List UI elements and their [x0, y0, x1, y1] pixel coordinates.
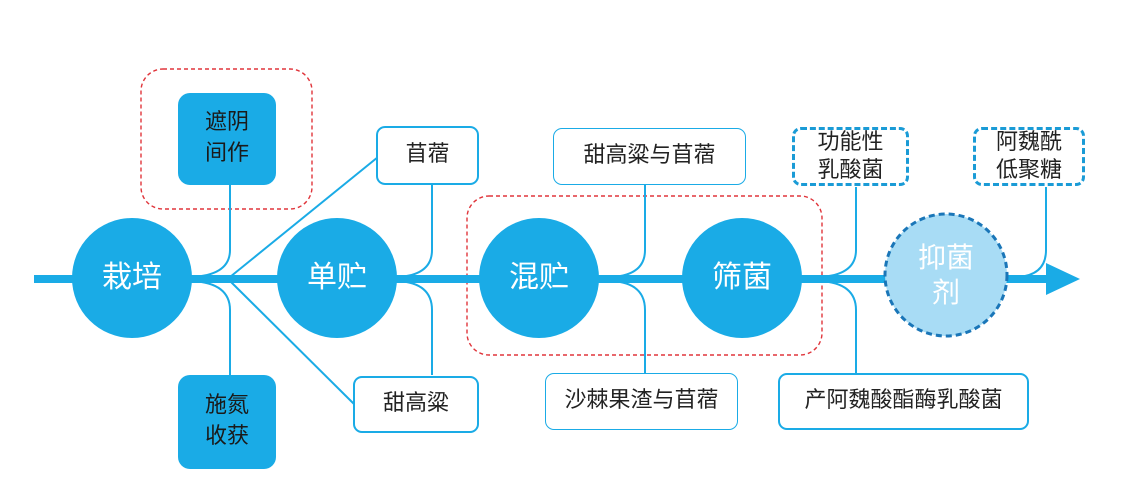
inhibitor-circle — [883, 212, 1009, 338]
connector-seabuckthorn — [611, 280, 646, 373]
connector-sorghum — [397, 280, 433, 375]
box-sweet-sorghum: 甜高粱 — [353, 376, 479, 433]
connector-esterase-lab — [819, 280, 857, 373]
box-seabuckthorn-alfalfa: 沙棘果渣与苜蓿 — [545, 373, 738, 430]
connector-sorghum-alfalfa — [611, 185, 646, 278]
box-functional-lab: 功能性 乳酸菌 — [792, 127, 909, 186]
node-inhibitor-label: 抑菌 剂 — [917, 241, 974, 309]
connector-sorghum-diag — [229, 280, 356, 406]
node-screen-bacteria: 筛菌 — [682, 218, 802, 338]
shade-group-box — [140, 68, 313, 210]
connector-shade — [191, 183, 231, 278]
node-single-storage: 单贮 — [277, 218, 397, 338]
connector-alfalfa — [397, 185, 433, 278]
node-cultivation: 栽培 — [72, 218, 192, 338]
connector-fertilize — [191, 280, 231, 378]
box-esterase-lab: 产阿魏酸酯酶乳酸菌 — [778, 373, 1029, 430]
main-axis-arrowhead — [1046, 263, 1080, 295]
box-fertilize-harvest: 施氮 收获 — [178, 375, 276, 469]
box-sorghum-alfalfa: 甜高粱与苜蓿 — [553, 128, 746, 185]
node-mixed-storage: 混贮 — [479, 218, 599, 338]
box-shade-intercrop: 遮阴 间作 — [178, 93, 276, 185]
connector-functional-lab — [819, 187, 857, 278]
box-alfalfa: 苜蓿 — [376, 126, 479, 185]
box-feruloyl-oligosaccharide: 阿魏酰 低聚糖 — [973, 127, 1085, 186]
connector-alfalfa-diag — [229, 156, 379, 278]
connector-oligosaccharide — [1017, 187, 1047, 278]
